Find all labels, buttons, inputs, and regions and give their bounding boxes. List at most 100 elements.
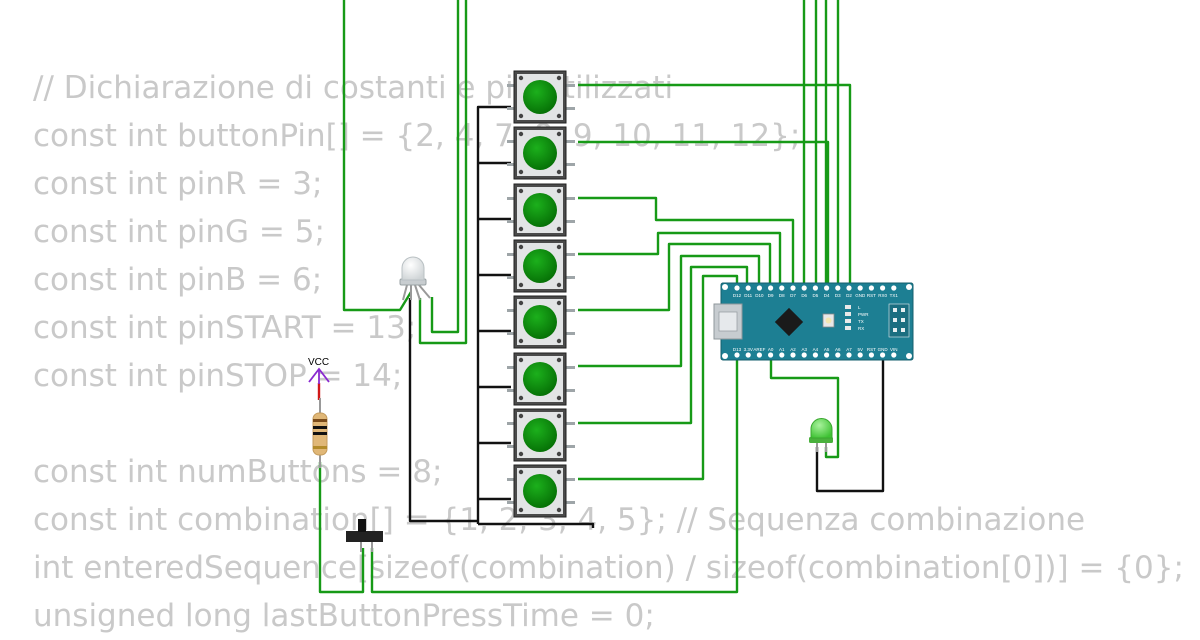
- board-pin: [857, 285, 863, 291]
- board-pin: [835, 285, 841, 291]
- push-button: [507, 352, 575, 406]
- board-led-labels: L PWR TX RX: [858, 305, 869, 331]
- wire-gnd-return: [478, 522, 595, 528]
- board-pin-label: D9: [768, 293, 774, 298]
- push-button: [507, 239, 575, 293]
- board-pin-label: D3: [835, 293, 841, 298]
- board-pin: [790, 352, 796, 358]
- board-pin-label: RST: [867, 347, 876, 352]
- board-pin: [846, 285, 852, 291]
- board-pin: [880, 285, 886, 291]
- code-line: const int pinSTOP = 14;: [33, 358, 403, 394]
- slide-switch: [346, 519, 383, 552]
- board-pin-label: D2: [846, 293, 852, 298]
- wire-btn5: [578, 242, 772, 312]
- wire-led-a: [769, 358, 840, 459]
- wire-btn1: [578, 83, 852, 284]
- wire-switch-d13: [370, 358, 739, 594]
- code-listing: // Dichiarazione di costanti e pin utili…: [33, 64, 1184, 640]
- board-pin: [824, 285, 830, 291]
- board-pin-label: A5: [824, 347, 830, 352]
- wire-btn6: [578, 254, 761, 368]
- board-pin-label: 3.3V: [744, 347, 753, 352]
- board-pin-label: A0: [768, 347, 774, 352]
- board-pin-label: 5V: [857, 347, 863, 352]
- board-pin: [768, 285, 774, 291]
- board-pin-label: A6: [835, 347, 841, 352]
- board-pin: [812, 352, 819, 358]
- push-button: [507, 70, 575, 124]
- board-pin: [868, 285, 875, 291]
- board-pin-label: D8: [779, 293, 785, 298]
- push-button: [507, 464, 575, 518]
- vcc-symbol: VCC: [308, 357, 330, 384]
- board-pin-label: D5: [813, 293, 819, 298]
- code-line: // Dichiarazione di costanti e pin utili…: [33, 70, 674, 106]
- board-pin-label: D6: [801, 293, 807, 298]
- board-pin: [835, 352, 841, 358]
- code-line: const int pinSTART = 13;: [33, 310, 417, 346]
- board-pin-label: GND: [855, 293, 866, 298]
- board-pin-label: D13: [733, 347, 742, 352]
- board-pin-label: VIN: [890, 347, 898, 352]
- push-button: [507, 408, 575, 462]
- board-pin: [824, 352, 830, 358]
- board-led-label: TX: [858, 319, 864, 324]
- board-pin-label: A4: [813, 347, 819, 352]
- wire-btn7: [578, 265, 749, 425]
- board-pin-label: D10: [755, 293, 764, 298]
- board-pin-label: TX1: [890, 293, 899, 298]
- rgb-led: [399, 256, 431, 301]
- board-pin: [891, 285, 897, 291]
- board-led-label: PWR: [858, 312, 869, 317]
- board-pin: [734, 285, 740, 291]
- code-line: const int pinB = 6;: [33, 262, 323, 298]
- board-pin: [768, 352, 774, 358]
- board-led-label: L: [858, 305, 861, 310]
- board-pin: [779, 285, 785, 291]
- wire-rgb-b: [418, 0, 468, 345]
- wire-rgb-r: [342, 0, 413, 312]
- board-pin: [745, 352, 751, 358]
- code-line: unsigned long lastButtonPressTime = 0;: [33, 598, 655, 634]
- board-led-label: RX: [858, 326, 864, 331]
- board-pin: [880, 352, 886, 358]
- board-pin: [812, 285, 819, 291]
- resistor: [312, 398, 328, 468]
- wire-btn-gnd-bus: [476, 105, 511, 524]
- green-led: [809, 418, 833, 452]
- wire-rgb-gnd: [408, 298, 478, 523]
- push-buttons: [507, 70, 575, 518]
- code-line: const int numButtons = 8;: [33, 454, 443, 490]
- board-pin-label: A2: [790, 347, 796, 352]
- board-pin-label: RST: [867, 293, 876, 298]
- board-pin-label: D11: [744, 293, 752, 298]
- board-pin-label: A7: [846, 347, 852, 352]
- wire-btn4: [578, 231, 782, 284]
- board-pin: [779, 352, 785, 358]
- board-pin-label: GND: [878, 347, 889, 352]
- board-pin-label: A3: [801, 347, 807, 352]
- wire-btn8: [578, 274, 739, 481]
- wires: [317, 0, 885, 594]
- board-pin: [846, 352, 852, 358]
- wire-rgb-g: [430, 0, 460, 334]
- push-button: [507, 183, 575, 237]
- board-pin: [801, 352, 807, 358]
- board-pin: [734, 352, 740, 358]
- board-pin: [891, 352, 897, 358]
- wire-btn3: [578, 196, 795, 284]
- board-pin-label: D12: [733, 293, 742, 298]
- wire-btn2: [578, 140, 830, 284]
- board-pin: [790, 285, 796, 291]
- board-pin-label: RX0: [878, 293, 887, 298]
- code-line: const int pinG = 5;: [33, 214, 325, 250]
- board-pin: [756, 285, 763, 291]
- board-pin: [745, 285, 751, 291]
- push-button: [507, 295, 575, 349]
- board-pin: [801, 285, 807, 291]
